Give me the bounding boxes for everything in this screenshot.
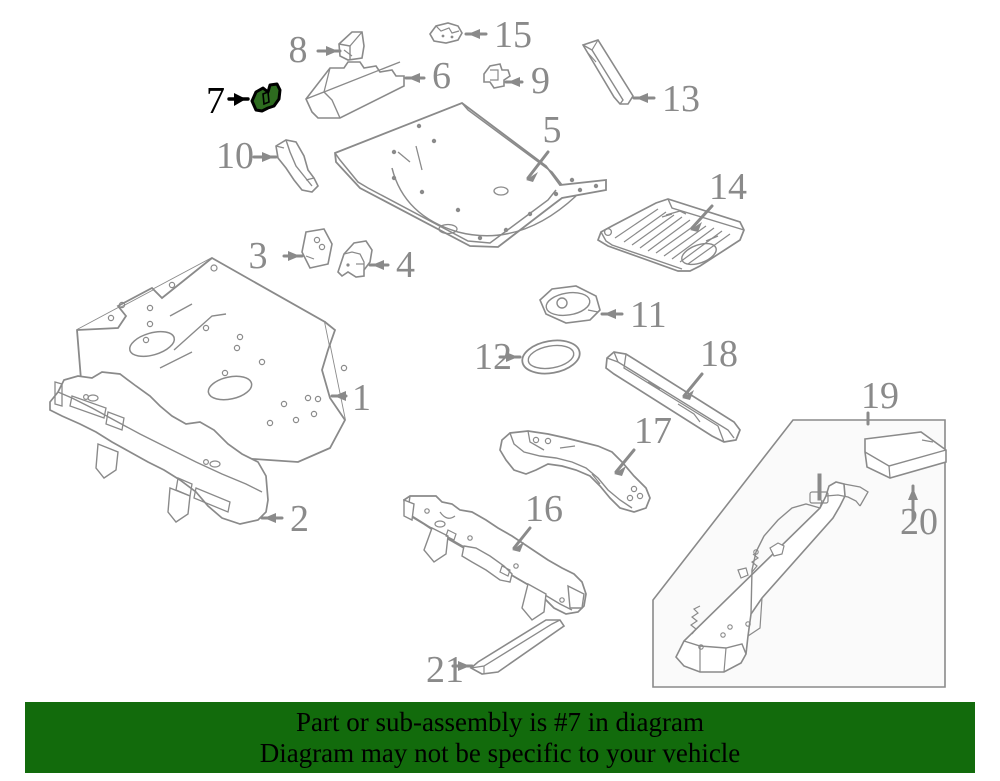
part-group-7-highlighted[interactable] [250,82,282,113]
callout-numbers: 1 2 3 4 5 6 7 8 9 10 11 12 13 14 15 16 1… [206,14,938,691]
callout-number-17: 17 [634,410,672,452]
callout-number-10: 10 [216,135,254,177]
callout-number-21: 21 [426,649,464,691]
part-group-3[interactable] [301,228,333,269]
part-group-15[interactable] [429,22,463,44]
part-group-9[interactable] [483,63,511,89]
callout-number-8: 8 [289,29,308,71]
notice-line-primary: Part or sub-assembly is #7 in diagram [296,706,704,737]
callout-number-19: 19 [861,375,899,417]
callout-number-7: 7 [206,80,225,122]
part-group-13[interactable] [581,39,634,105]
callout-number-3: 3 [249,235,268,277]
callout-number-16: 16 [525,488,563,530]
diagram-canvas: 1 2 3 4 5 6 7 8 9 10 11 12 13 14 15 16 1… [49,14,947,691]
callout-number-6: 6 [432,55,451,97]
exploded-parts-illustration: 1 2 3 4 5 6 7 8 9 10 11 12 13 14 15 16 1… [49,14,947,691]
part-group-16[interactable] [403,495,587,621]
callout-number-12: 12 [474,336,512,378]
callout-leaders [227,29,918,671]
part-group-20[interactable] [864,431,947,479]
callout-number-11: 11 [630,294,667,336]
callout-number-5: 5 [543,109,562,151]
callout-number-9: 9 [531,60,550,102]
part-group-18[interactable] [605,351,741,443]
part-group-11[interactable] [539,285,601,324]
part-group-14[interactable] [596,198,745,272]
callout-number-15: 15 [494,14,532,56]
diagram-notice-banner: Part or sub-assembly is #7 in diagram Di… [25,702,975,773]
callout-number-14: 14 [709,166,747,208]
part-group-19[interactable] [652,419,946,688]
part-group-12[interactable] [520,336,583,378]
part-group-10[interactable] [275,139,319,193]
part-group-4[interactable] [337,240,373,278]
callout-number-13: 13 [662,78,700,120]
part-group-21[interactable] [469,619,566,675]
part-group-5[interactable] [334,101,607,248]
notice-line-secondary: Diagram may not be specific to your vehi… [259,737,741,768]
callout-number-18: 18 [700,333,738,375]
part-group-6[interactable] [305,61,405,119]
callout-number-1: 1 [352,377,371,419]
part-group-17[interactable] [499,430,651,513]
callout-number-4: 4 [396,244,415,286]
part-group-2[interactable] [49,371,269,525]
part-group-8[interactable] [338,31,365,61]
callout-number-20: 20 [900,501,938,543]
callout-number-2: 2 [290,498,309,540]
